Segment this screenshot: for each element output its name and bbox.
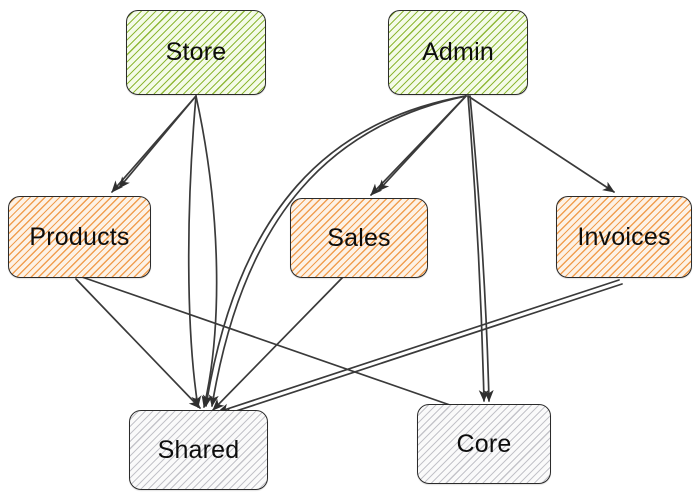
node-label-products: Products <box>29 222 130 251</box>
edge-products-to-shared <box>75 278 201 409</box>
node-label-invoices: Invoices <box>577 222 671 251</box>
node-admin[interactable]: Admin <box>388 10 528 95</box>
node-label-admin: Admin <box>422 38 494 66</box>
node-sales[interactable]: Sales <box>290 198 428 278</box>
node-label-shared: Shared <box>157 435 240 464</box>
edge-invoices-to-shared <box>220 283 623 418</box>
node-core[interactable]: Core <box>417 404 551 484</box>
edge-sales-to-shared <box>212 276 344 411</box>
node-products[interactable]: Products <box>8 196 151 278</box>
edge-admin-to-sales <box>377 95 467 192</box>
node-label-store: Store <box>165 38 227 66</box>
edge-store-to-shared <box>195 95 218 408</box>
edge-store-to-products <box>118 95 197 189</box>
edge-admin-to-core <box>467 95 489 402</box>
edge-store-to-shared <box>187 95 202 408</box>
node-invoices[interactable]: Invoices <box>556 196 692 278</box>
edge-admin-to-invoices <box>467 95 615 193</box>
edge-admin-to-core <box>469 95 494 402</box>
edge-admin-to-shared <box>202 95 467 407</box>
edge-admin-to-shared <box>208 95 467 407</box>
node-shared[interactable]: Shared <box>129 410 268 490</box>
node-label-sales: Sales <box>327 223 391 252</box>
node-store[interactable]: Store <box>126 10 266 95</box>
edge-invoices-to-shared <box>217 279 620 414</box>
edges-group <box>75 95 623 418</box>
node-label-core: Core <box>456 429 512 458</box>
